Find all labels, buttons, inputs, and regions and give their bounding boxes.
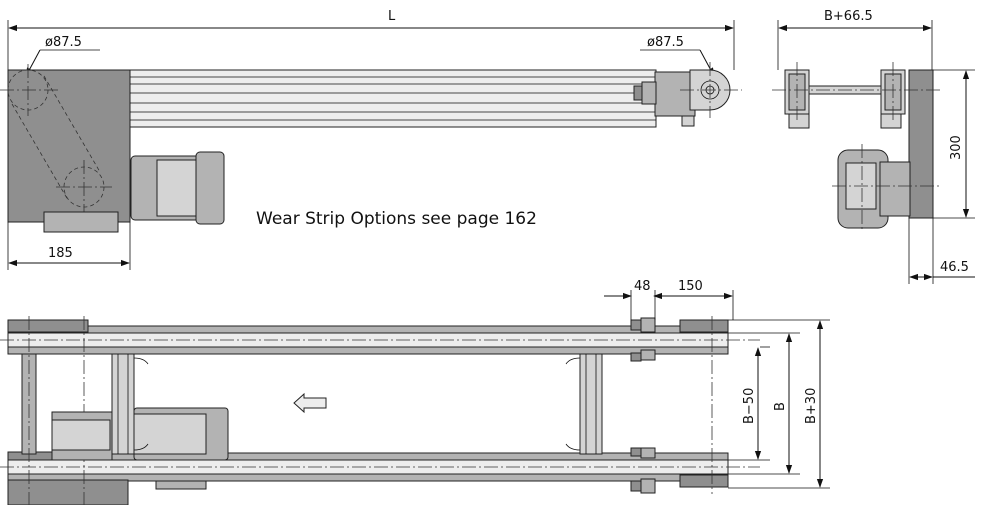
left-pulley-diameter-label: ø87.5 <box>45 35 82 50</box>
right-pulley-diameter-label: ø87.5 <box>647 35 684 50</box>
outer-width-label: B+30 <box>804 388 819 424</box>
side-view: L ø87.5 ø87.5 <box>0 9 742 270</box>
end-view: B+66.5 300 46.5 <box>772 9 975 284</box>
top-view: 48 150 B−50 B B+30 <box>0 279 830 505</box>
right-crossmember <box>579 353 603 455</box>
wear-strip-note: Wear Strip Options see page 162 <box>256 209 537 229</box>
travel-direction-arrow <box>293 392 327 414</box>
drive-housing <box>7 69 131 223</box>
length-label: L <box>388 9 396 24</box>
drive-offset-label: 185 <box>48 246 73 261</box>
drive-depth-label: 46.5 <box>940 260 969 275</box>
end-width-label: B+66.5 <box>824 9 873 24</box>
height-label: 300 <box>949 135 964 160</box>
inner-width-label: B−50 <box>742 388 757 424</box>
slot-length-label: 150 <box>678 279 703 294</box>
belt-width-label: B <box>773 402 788 411</box>
slot-width-label: 48 <box>634 279 651 294</box>
upper-inner-rail <box>7 346 729 355</box>
upper-outer-rail <box>7 325 729 334</box>
conveyor-profile <box>129 69 657 128</box>
end-side-plate <box>908 69 934 219</box>
tail-end-housing <box>654 71 696 117</box>
left-crossmember <box>111 353 135 455</box>
